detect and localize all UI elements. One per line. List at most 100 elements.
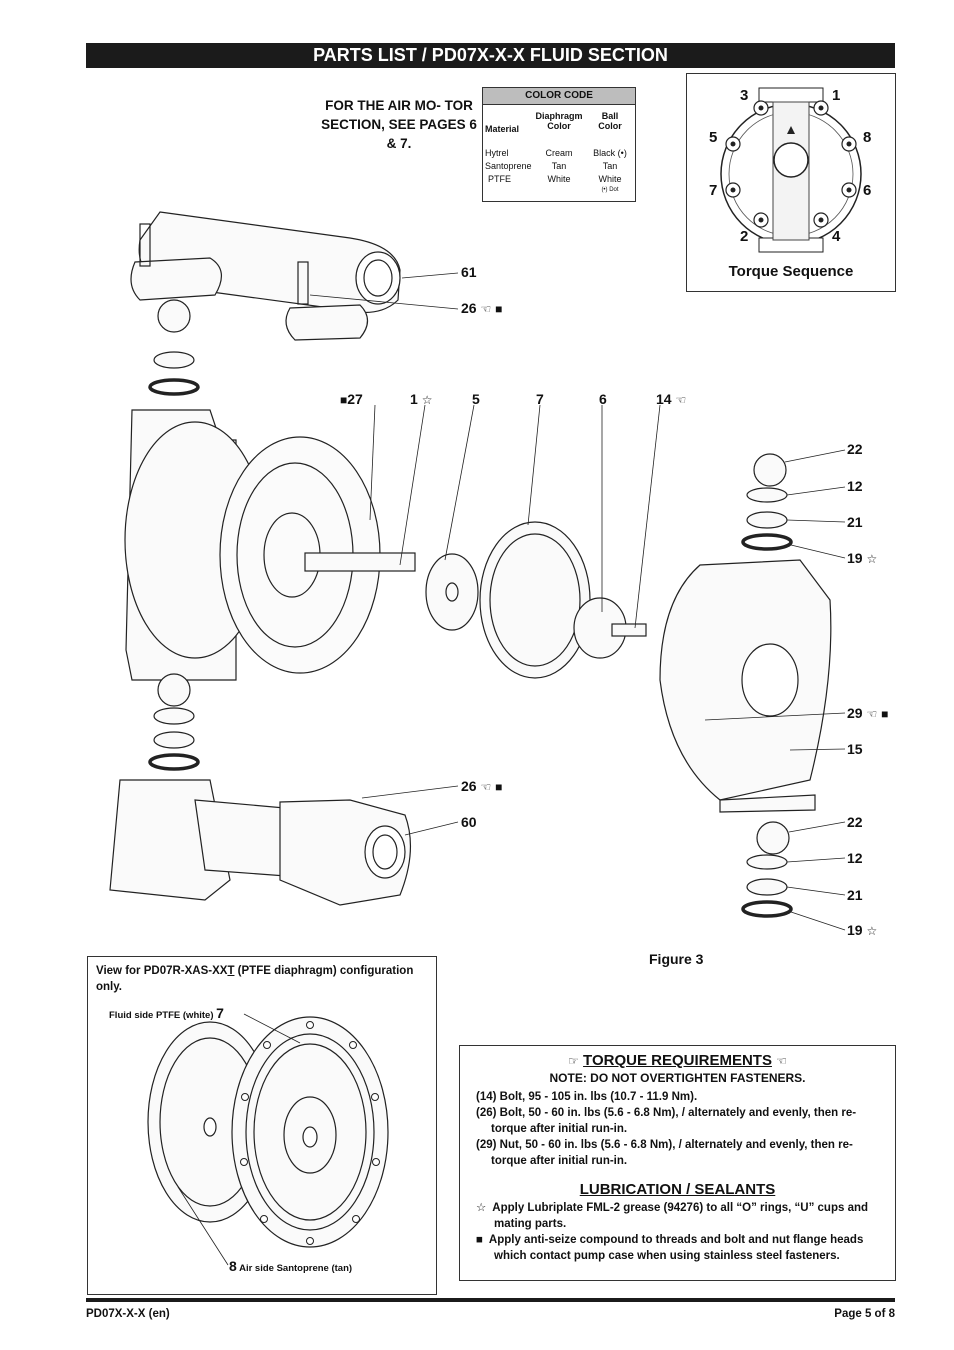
bolt-number: 7	[709, 182, 718, 199]
col-material-header: Material	[485, 124, 520, 134]
callout-19: 19 ☆	[847, 922, 877, 938]
antiseize-symbol: ■	[881, 707, 889, 721]
callout-number: 19	[847, 922, 863, 938]
ptfe-view-box: View for PD07R-XAS-XXT (PTFE diaphragm) …	[87, 956, 437, 1295]
callout-29: 29 ☜ ■	[847, 705, 888, 721]
callout-6: 6	[599, 391, 607, 407]
material-cell: Hytrel	[485, 148, 509, 158]
torque-item: (14) Bolt, 95 - 105 in. lbs (10.7 - 11.9…	[476, 1091, 698, 1103]
lubrication-heading-text: LUBRICATION / SEALANTS	[579, 1181, 776, 1198]
callout-19: 19 ☆	[847, 550, 877, 566]
ptfe-title-text: View for PD07R-XAS-XX	[96, 965, 228, 977]
ball-cell: Black (•)	[593, 148, 627, 158]
air-side-text: Air side Santoprene (tan)	[239, 1263, 353, 1274]
torque-heading-text: TORQUE REQUIREMENTS	[583, 1052, 772, 1069]
bolt-number: 4	[832, 228, 841, 245]
antiseize-symbol: ■	[495, 780, 503, 794]
callout-22: 22	[847, 441, 863, 457]
overtighten-note: NOTE: DO NOT OVERTIGHTEN FASTENERS.	[549, 1071, 806, 1085]
antiseize-symbol: ■	[340, 393, 348, 407]
dot-note: (•) Dot	[601, 187, 619, 193]
fluid-side-label: Fluid side PTFE (white) 7	[109, 1005, 224, 1021]
callout-26: 26 ☜ ■	[461, 778, 502, 794]
callout-22: 22	[847, 814, 863, 830]
air-side-number: 8	[229, 1258, 237, 1274]
hand-right-symbol: ☞	[568, 1054, 579, 1068]
grease-symbol: ☆	[866, 552, 878, 566]
torque-symbol: ☜	[675, 393, 687, 407]
diaphragm-cell: White	[547, 174, 571, 184]
callout-12: 12	[847, 850, 863, 866]
exploded-pump-illustration	[109, 211, 846, 931]
fluid-side-number: 7	[216, 1005, 224, 1021]
material-cell: PTFE	[488, 174, 512, 184]
callout-number: 1	[410, 391, 418, 407]
torque-symbol: ☜	[480, 302, 492, 316]
callout-26: 26 ☜ ■	[461, 300, 502, 316]
callout-number: 19	[847, 550, 863, 566]
callout-number: 26	[461, 300, 477, 316]
bolt-number: 2	[740, 228, 749, 245]
torque-requirements-heading: ☞ TORQUE REQUIREMENTS ☜	[460, 1052, 895, 1069]
callout-1: 1 ☆	[410, 391, 432, 407]
bolt-number: 1	[832, 87, 841, 104]
torque-symbol: ☜	[866, 707, 878, 721]
ptfe-title-text: (PTFE diaphragm) configuration only.	[96, 965, 414, 993]
color-code-table: COLOR CODE Material Diaphragm Color Ball…	[482, 87, 636, 202]
material-cell: Santoprene	[485, 161, 532, 171]
col-diaphragm-header: Diaphragm Color	[535, 111, 583, 131]
callout-15: 15	[847, 741, 863, 757]
callout-number: 14	[656, 391, 672, 407]
callout-7: 7	[536, 391, 544, 407]
callout-number: 26	[461, 778, 477, 794]
bolt-number: 5	[709, 129, 718, 146]
callout-14: 14 ☜	[656, 391, 686, 407]
lubrication-item: ■ Apply anti-seize compound to threads a…	[468, 1232, 887, 1264]
page-title: PARTS LIST / PD07X-X-X FLUID SECTION	[86, 43, 895, 68]
lubrication-item: ☆ Apply Lubriplate FML-2 grease (94276) …	[468, 1200, 887, 1232]
grease-symbol: ☆	[476, 1202, 487, 1214]
torque-sequence-box: 3 1 5 8 7 6 2 4 Torque Sequence	[686, 73, 896, 292]
callout-number: 29	[847, 705, 863, 721]
ptfe-title-underline: T	[227, 965, 235, 977]
torque-item: (29) Nut, 50 - 60 in. lbs (5.6 - 6.8 Nm)…	[476, 1139, 853, 1167]
callout-5: 5	[472, 391, 480, 407]
torque-requirements-box: ☞ TORQUE REQUIREMENTS ☜ NOTE: DO NOT OVE…	[459, 1045, 896, 1281]
ball-cell: Tan	[602, 161, 618, 171]
air-side-label: 8 Air side Santoprene (tan)	[229, 1258, 352, 1274]
footer-rule	[86, 1298, 895, 1302]
footer-document-id: PD07X-X-X (en)	[86, 1308, 170, 1320]
footer-page-number: Page 5 of 8	[834, 1308, 895, 1320]
diaphragm-cell: Cream	[545, 148, 573, 158]
lubrication-heading: LUBRICATION / SEALANTS	[460, 1181, 895, 1198]
lubrication-text: Apply anti-seize compound to threads and…	[488, 1234, 864, 1262]
col-ball-header: Ball Color	[598, 111, 622, 131]
ptfe-view-title: View for PD07R-XAS-XXT (PTFE diaphragm) …	[96, 963, 426, 995]
bolt-number: 8	[863, 129, 872, 146]
torque-sequence-label: Torque Sequence	[728, 263, 854, 280]
callout-27: ■27	[340, 391, 363, 407]
callout-21: 21	[847, 887, 863, 903]
lubrication-text: Apply Lubriplate FML-2 grease (94276) to…	[492, 1202, 869, 1230]
torque-symbol: ☜	[776, 1054, 787, 1068]
bolt-number: 3	[740, 87, 749, 104]
grease-symbol: ☆	[866, 924, 878, 938]
callout-60: 60	[461, 814, 477, 830]
callout-number: 27	[347, 391, 363, 407]
torque-sequence-diagram	[720, 87, 862, 253]
callout-61: 61	[461, 264, 477, 280]
ball-cell: White	[598, 174, 622, 184]
bolt-number: 6	[863, 182, 872, 199]
torque-item: (26) Bolt, 50 - 60 in. lbs (5.6 - 6.8 Nm…	[476, 1107, 857, 1135]
antiseize-symbol: ■	[476, 1234, 483, 1246]
color-code-heading: COLOR CODE	[483, 88, 635, 105]
callout-12: 12	[847, 478, 863, 494]
grease-symbol: ☆	[421, 393, 433, 407]
ptfe-diaphragm-drawing	[147, 1013, 389, 1266]
fluid-side-text: Fluid side PTFE (white)	[109, 1010, 214, 1021]
antiseize-symbol: ■	[495, 302, 503, 316]
diaphragm-cell: Tan	[551, 161, 567, 171]
air-motor-note: FOR THE AIR MO- TOR SECTION, SEE PAGES 6…	[321, 98, 477, 151]
figure-label: Figure 3	[649, 951, 704, 967]
torque-symbol: ☜	[480, 780, 492, 794]
